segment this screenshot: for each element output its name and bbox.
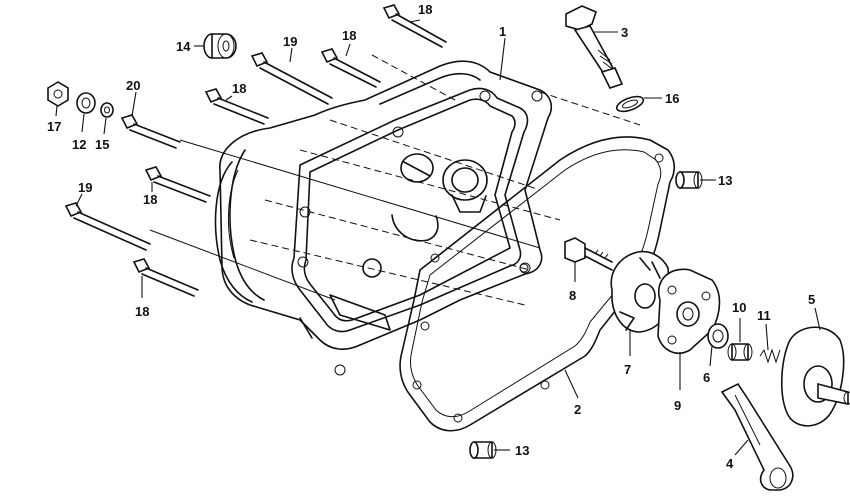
bolt-18-mid (320, 48, 381, 88)
callout-19-top: 19 (283, 34, 297, 49)
callout-16: 16 (665, 91, 679, 106)
callout-18-left: 18 (232, 81, 246, 96)
washer-15 (100, 102, 114, 118)
collar-10 (727, 343, 753, 361)
callout-15: 15 (95, 137, 109, 152)
callout-8: 8 (569, 288, 576, 303)
bolt-18-top (382, 4, 447, 48)
callout-2: 2 (574, 402, 581, 417)
bolt-19-left (64, 202, 151, 251)
callout-12: 12 (72, 137, 86, 152)
callout-20: 20 (126, 78, 140, 93)
callout-13-bottom: 13 (515, 443, 529, 458)
callout-18-mid: 18 (342, 28, 356, 43)
callout-14: 14 (176, 39, 191, 54)
callout-3: 3 (621, 25, 628, 40)
plate-9 (657, 268, 721, 354)
callout-6: 6 (703, 370, 710, 385)
callout-9: 9 (674, 398, 681, 413)
dowel-pin-13-top (675, 171, 703, 189)
callout-19-left: 19 (78, 180, 92, 195)
shaft-8 (564, 237, 613, 271)
oil-seal-6 (707, 323, 729, 349)
crankcase-cover (214, 60, 553, 376)
callout-5: 5 (808, 292, 815, 307)
nut-17 (47, 81, 69, 107)
bolt-18-left (204, 88, 269, 125)
callout-10: 10 (732, 300, 746, 315)
bolt-19-top (250, 52, 333, 105)
callout-7: 7 (624, 362, 631, 377)
callout-13-top: 13 (718, 173, 732, 188)
bolt-18-bottom (132, 258, 199, 297)
callout-17: 17 (47, 119, 61, 134)
o-ring-16 (615, 95, 645, 113)
bolt-20 (120, 114, 181, 149)
callout-11: 11 (757, 308, 771, 323)
callout-18-top: 18 (418, 2, 432, 17)
callouts: 1 2 3 4 5 6 7 8 9 10 11 12 13 (47, 2, 821, 471)
callout-1: 1 (499, 24, 506, 39)
callout-18-center: 18 (143, 192, 157, 207)
lever-4 (720, 382, 794, 491)
assembly-lines (149, 54, 641, 306)
callout-4: 4 (726, 456, 734, 471)
dowel-pin-13-bottom (469, 441, 497, 459)
oil-filler-cap-3 (565, 5, 624, 89)
kick-arm-5 (780, 326, 850, 427)
callout-18-bottom: 18 (135, 304, 149, 319)
bearing-14 (203, 33, 237, 59)
washer-12 (76, 92, 96, 114)
bolt-18-center (144, 166, 211, 203)
spring-11 (759, 348, 781, 364)
